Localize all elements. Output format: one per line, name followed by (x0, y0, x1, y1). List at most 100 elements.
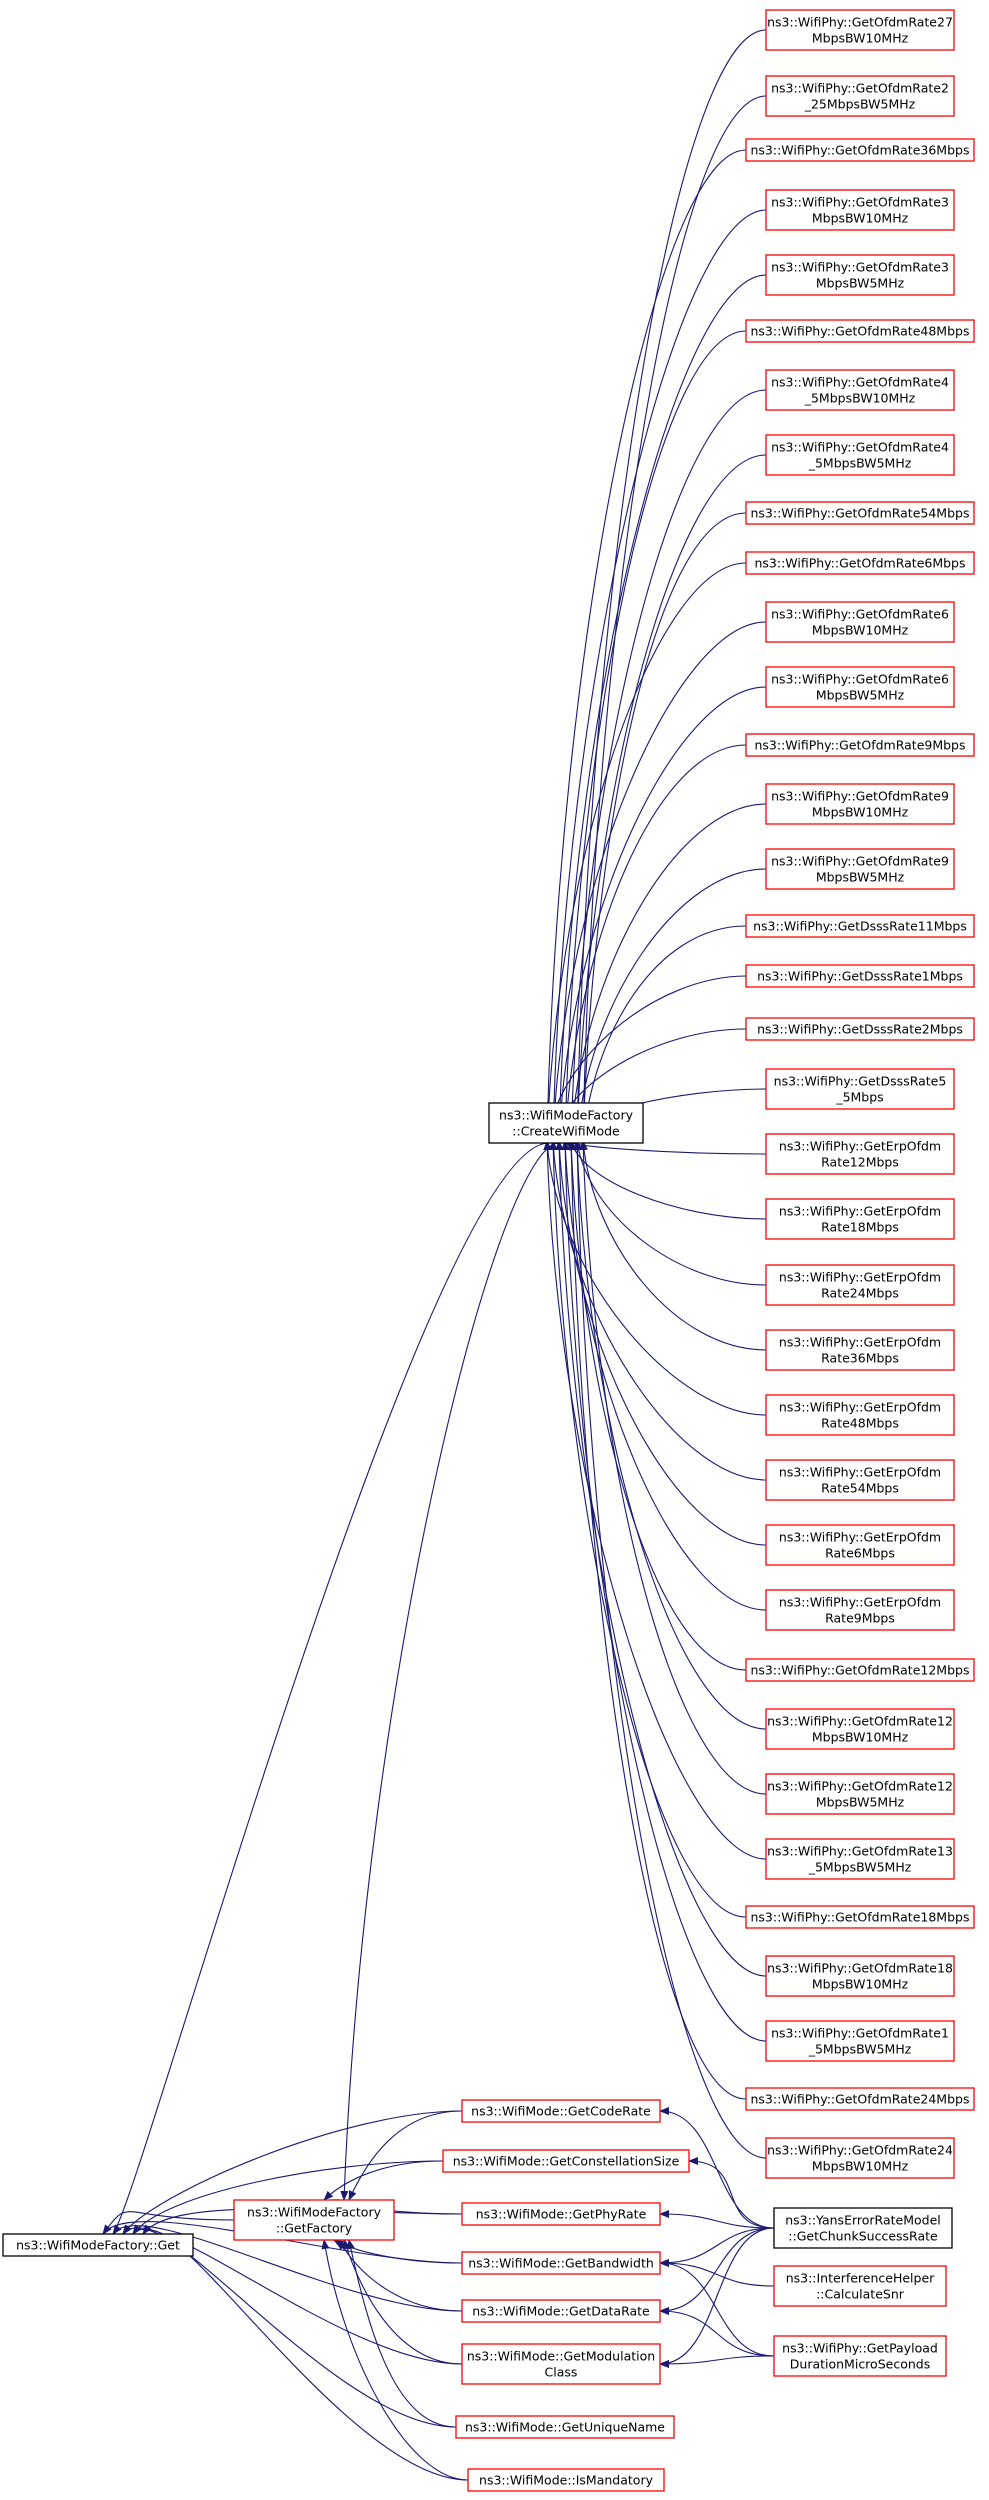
node-box (765, 1198, 955, 1240)
node-r8[interactable]: ns3::WifiPhy::GetOfdmRate54Mbps (745, 501, 975, 525)
edge-uniquename-to-root (132, 2224, 457, 2428)
node-r2[interactable]: ns3::WifiPhy::GetOfdmRate36Mbps (745, 138, 975, 162)
node-box (745, 1017, 975, 1041)
edge-r26-to-createwifimode (561, 1140, 767, 1611)
node-box (765, 9, 955, 51)
node-box (773, 2207, 953, 2249)
node-box (461, 2299, 661, 2323)
edge-constellation-to-getfactory (323, 2160, 444, 2201)
node-yans[interactable]: ns3::YansErrorRateModel::GetChunkSuccess… (773, 2207, 953, 2249)
node-r31[interactable]: ns3::WifiPhy::GetOfdmRate18Mbps (745, 1905, 975, 1929)
edge-r27-to-createwifimode (567, 1140, 747, 1671)
node-box (461, 2343, 661, 2385)
node-coderate[interactable]: ns3::WifiMode::GetCodeRate (461, 2099, 661, 2123)
node-box (2, 2233, 194, 2257)
node-box (765, 601, 955, 643)
node-box (461, 2251, 661, 2275)
node-box (461, 2099, 661, 2123)
node-label-line: ns3::WifiPhy::GetErpOfdm (779, 1139, 941, 1154)
node-label-line: ns3::WifiMode::GetDataRate (472, 2304, 650, 2319)
node-r17[interactable]: ns3::WifiPhy::GetDsssRate2Mbps (745, 1017, 975, 1041)
node-label-line: ::CreateWifiMode (512, 1124, 620, 1139)
edge-r23-to-createwifimode (543, 1140, 767, 1416)
node-interference[interactable]: ns3::InterferenceHelper::CalculateSnr (773, 2265, 947, 2307)
edge-r12-to-createwifimode (561, 744, 747, 1142)
node-label-line: Rate36Mbps (821, 1351, 899, 1366)
node-label-line: ns3::WifiPhy::GetOfdmRate6 (771, 672, 949, 687)
node-r6[interactable]: ns3::WifiPhy::GetOfdmRate4_5MbpsBW10MHz (765, 369, 955, 411)
node-r9[interactable]: ns3::WifiPhy::GetOfdmRate6Mbps (745, 551, 975, 575)
node-r27[interactable]: ns3::WifiPhy::GetOfdmRate12Mbps (745, 1658, 975, 1682)
edge-r3-to-createwifimode (549, 209, 767, 1142)
node-uniquename[interactable]: ns3::WifiMode::GetUniqueName (455, 2415, 675, 2439)
edge-r15-to-createwifimode (579, 925, 747, 1142)
node-box (745, 319, 975, 343)
node-createwifimode[interactable]: ns3::WifiModeFactory::CreateWifiMode (488, 1102, 644, 1144)
node-phyrate[interactable]: ns3::WifiMode::GetPhyRate (461, 2202, 661, 2226)
node-box (765, 2137, 955, 2179)
node-label-line: ns3::WifiModeFactory (247, 2205, 382, 2220)
node-label-line: MbpsBW10MHz (812, 623, 909, 638)
node-getfactory[interactable]: ns3::WifiModeFactory::GetFactory (233, 2199, 395, 2241)
node-r16[interactable]: ns3::WifiPhy::GetDsssRate1Mbps (745, 964, 975, 988)
node-box (745, 551, 975, 575)
node-r7[interactable]: ns3::WifiPhy::GetOfdmRate4_5MbpsBW5MHz (765, 434, 955, 476)
node-label-line: ns3::WifiPhy::GetDsssRate1Mbps (757, 969, 963, 984)
node-r15[interactable]: ns3::WifiPhy::GetDsssRate11Mbps (745, 914, 975, 938)
node-r30[interactable]: ns3::WifiPhy::GetOfdmRate13_5MbpsBW5MHz (765, 1838, 955, 1880)
node-label-line: Rate6Mbps (825, 1546, 895, 1561)
node-bandwidth[interactable]: ns3::WifiMode::GetBandwidth (461, 2251, 661, 2275)
node-box (745, 964, 975, 988)
node-r18[interactable]: ns3::WifiPhy::GetDsssRate5_5Mbps (765, 1068, 955, 1110)
node-label-line: ns3::WifiModeFactory::Get (16, 2238, 180, 2253)
node-r34[interactable]: ns3::WifiPhy::GetOfdmRate24Mbps (745, 2087, 975, 2111)
node-label-line: Rate9Mbps (825, 1611, 895, 1626)
edge-payload-to-bandwidth (659, 2259, 775, 2357)
node-constellation[interactable]: ns3::WifiMode::GetConstellationSize (442, 2149, 690, 2173)
node-r1[interactable]: ns3::WifiPhy::GetOfdmRate2_25MbpsBW5MHz (765, 75, 955, 117)
edge-r8-to-createwifimode (579, 512, 747, 1142)
edge-getfactory-to-root (102, 2211, 235, 2235)
node-ismandatory[interactable]: ns3::WifiMode::IsMandatory (467, 2468, 665, 2492)
node-payload[interactable]: ns3::WifiPhy::GetPayloadDurationMicroSec… (773, 2335, 947, 2377)
node-box (773, 2335, 947, 2377)
node-r12[interactable]: ns3::WifiPhy::GetOfdmRate9Mbps (745, 733, 975, 757)
node-box (765, 1524, 955, 1566)
node-label-line: Rate12Mbps (821, 1155, 899, 1170)
node-box (765, 1394, 955, 1436)
node-r5[interactable]: ns3::WifiPhy::GetOfdmRate48Mbps (745, 319, 975, 343)
node-label-line: ns3::WifiPhy::GetOfdmRate4 (771, 375, 949, 390)
edge-r25-to-createwifimode (555, 1140, 767, 1546)
edge-r29-to-createwifimode (579, 1140, 767, 1795)
edge-interference-to-bandwidth (659, 2259, 775, 2287)
node-label-line: MbpsBW5MHz (816, 870, 905, 885)
node-label-line: MbpsBW10MHz (812, 211, 909, 226)
node-label-line: ns3::WifiPhy::GetOfdmRate24 (767, 2143, 953, 2158)
edge-r35-to-createwifimode (573, 1140, 767, 2159)
node-r33[interactable]: ns3::WifiPhy::GetOfdmRate1_5MbpsBW5MHz (765, 2020, 955, 2062)
node-label-line: ns3::WifiPhy::GetDsssRate5 (774, 1074, 947, 1089)
node-datarate[interactable]: ns3::WifiMode::GetDataRate (461, 2299, 661, 2323)
edge-r4-to-createwifimode (555, 274, 767, 1142)
node-box (765, 848, 955, 890)
